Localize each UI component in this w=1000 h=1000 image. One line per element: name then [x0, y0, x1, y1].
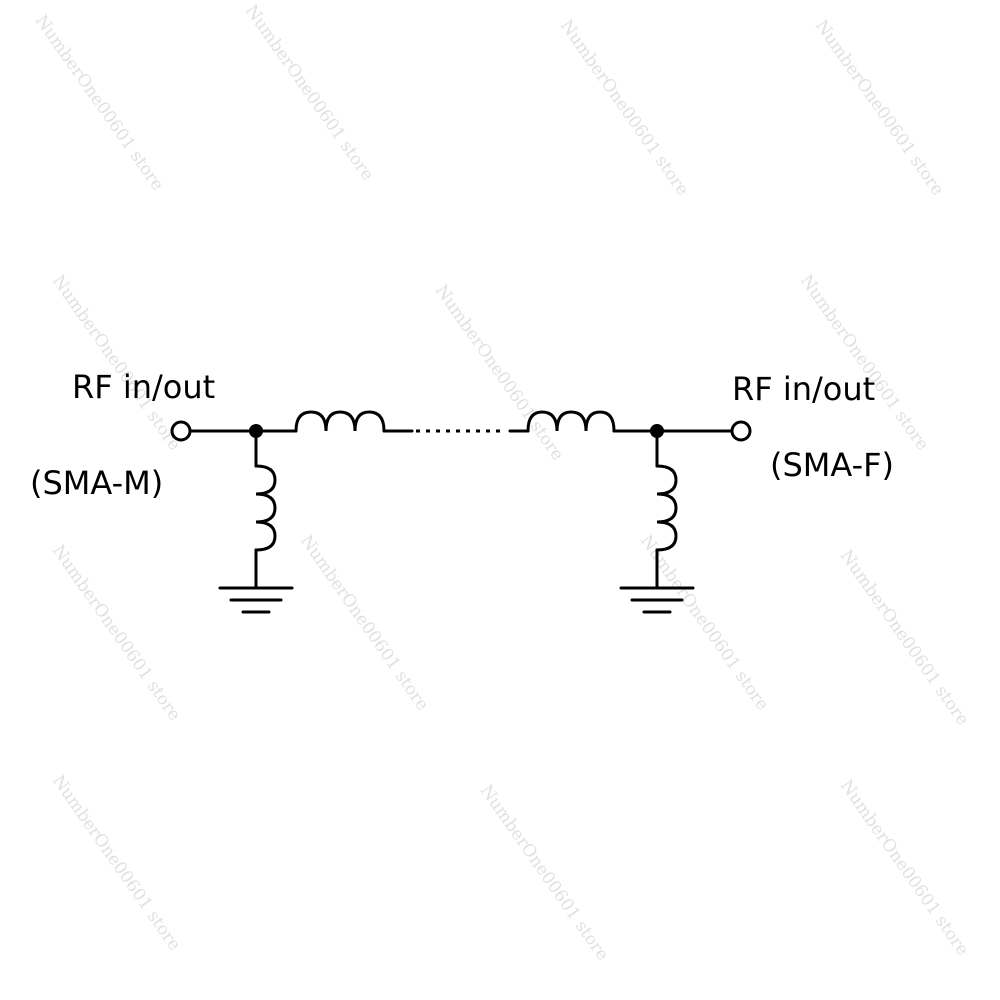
left-ground-symbol: [218, 586, 294, 614]
left-port-terminal: [170, 420, 192, 442]
left-port-label: RF in/out: [72, 368, 215, 406]
watermark: NumberOne00601 store: [48, 271, 185, 454]
watermark: NumberOne00601 store: [296, 531, 433, 714]
left-connector-label: (SMA-M): [30, 464, 163, 502]
series-inductor-2: [526, 410, 616, 433]
watermark: NumberOne00601 store: [556, 16, 693, 199]
right-ground-symbol: [619, 586, 695, 614]
left-shunt-inductor: [254, 464, 277, 552]
right-shunt-inductor: [655, 464, 678, 552]
right-port-terminal: [730, 420, 752, 442]
watermark: NumberOne00601 store: [476, 781, 613, 964]
watermark: NumberOne00601 store: [836, 776, 973, 959]
watermark: NumberOne00601 store: [811, 16, 948, 199]
watermark: NumberOne00601 store: [48, 541, 185, 724]
watermark: NumberOne00601 store: [48, 771, 185, 954]
series-inductor-1: [294, 410, 386, 433]
right-connector-label: (SMA-F): [770, 446, 894, 484]
watermark: NumberOne00601 store: [796, 271, 933, 454]
right-port-label: RF in/out: [732, 370, 875, 408]
watermark: NumberOne00601 store: [431, 281, 568, 464]
watermark: NumberOne00601 store: [836, 546, 973, 729]
watermark: NumberOne00601 store: [241, 1, 378, 184]
watermark: NumberOne00601 store: [31, 11, 168, 194]
